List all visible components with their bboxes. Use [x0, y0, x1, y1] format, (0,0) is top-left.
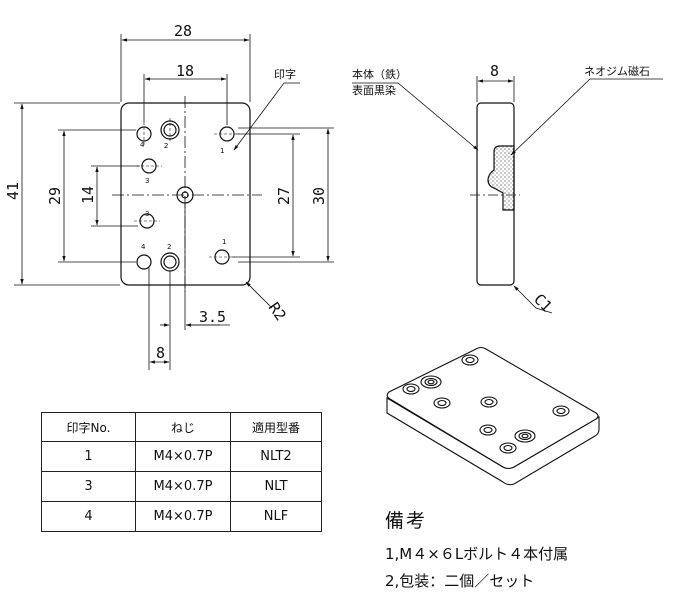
notes-line: 1,M４×６Lボルト４本付属 [385, 545, 569, 563]
notes-title: 備考 [385, 510, 428, 532]
table-cell: M4×0.7P [135, 471, 231, 502]
svg-text:2: 2 [167, 243, 171, 251]
svg-text:3.5: 3.5 [199, 308, 226, 326]
notes-line: 2,包装：二個／セット [385, 572, 535, 590]
isometric-view [386, 346, 600, 486]
notes-block: 備考 1,M４×６Lボルト４本付属 2,包装：二個／セット [385, 506, 568, 597]
table-cell: 1 [41, 441, 136, 472]
table-cell: NLT [230, 471, 322, 502]
table-header-row: 印字No. ねじ 適用型番 [41, 412, 322, 442]
svg-text:28: 28 [174, 22, 192, 40]
svg-text:4: 4 [141, 243, 146, 251]
iso-holes [402, 354, 570, 454]
svg-text:3: 3 [145, 177, 149, 185]
svg-text:印字: 印字 [274, 67, 296, 81]
svg-text:2: 2 [164, 142, 168, 150]
svg-text:3: 3 [145, 210, 149, 218]
svg-text:本体（鉄）: 本体（鉄） [352, 67, 407, 81]
svg-text:8: 8 [490, 62, 499, 80]
table-row: 4 M4×0.7P NLF [41, 501, 322, 532]
svg-text:41: 41 [4, 182, 22, 200]
hole-top-left-pair [136, 118, 180, 146]
svg-text:18: 18 [176, 62, 194, 80]
hole-center [176, 186, 194, 204]
stamp-marks: 4 2 1 3 3 4 2 1 [140, 141, 226, 251]
table-row: 3 M4×0.7P NLT [41, 471, 322, 502]
table-header: 印字No. [41, 412, 136, 442]
spec-table: 印字No. ねじ 適用型番 1 M4×0.7P NLT2 3 M4×0.7P N… [41, 412, 322, 532]
iso-top-face [386, 346, 599, 470]
side-view [352, 76, 663, 314]
front-view [112, 96, 262, 292]
table-cell: M4×0.7P [135, 501, 231, 532]
svg-text:R2: R2 [265, 299, 290, 324]
svg-text:4: 4 [140, 141, 145, 149]
table-cell: 3 [41, 471, 136, 502]
svg-text:表面黒染: 表面黒染 [352, 83, 396, 97]
svg-text:C1: C1 [530, 290, 556, 316]
svg-text:1: 1 [220, 147, 224, 155]
table-cell: NLF [230, 501, 322, 532]
table-header: ねじ [135, 412, 231, 442]
dimension-lines [14, 34, 334, 370]
plate-outline [120, 102, 251, 286]
table-header: 適用型番 [230, 412, 322, 442]
svg-text:1: 1 [222, 238, 226, 246]
table-cell: 4 [41, 501, 136, 532]
hole-bottom-left-pair [136, 252, 180, 272]
dimension-texts: 28 18 41 29 14 27 30 3.5 8 R2 印字 [4, 22, 328, 362]
svg-text:8: 8 [156, 344, 165, 362]
svg-text:ネオジム磁石: ネオジム磁石 [584, 65, 650, 78]
svg-text:29: 29 [46, 187, 64, 205]
svg-text:27: 27 [275, 187, 293, 205]
table-cell: M4×0.7P [135, 441, 231, 472]
svg-text:30: 30 [310, 187, 328, 205]
magnet-section [487, 145, 515, 211]
table-row: 1 M4×0.7P NLT2 [41, 441, 322, 472]
table-cell: NLT2 [230, 441, 322, 472]
svg-text:14: 14 [79, 186, 97, 204]
